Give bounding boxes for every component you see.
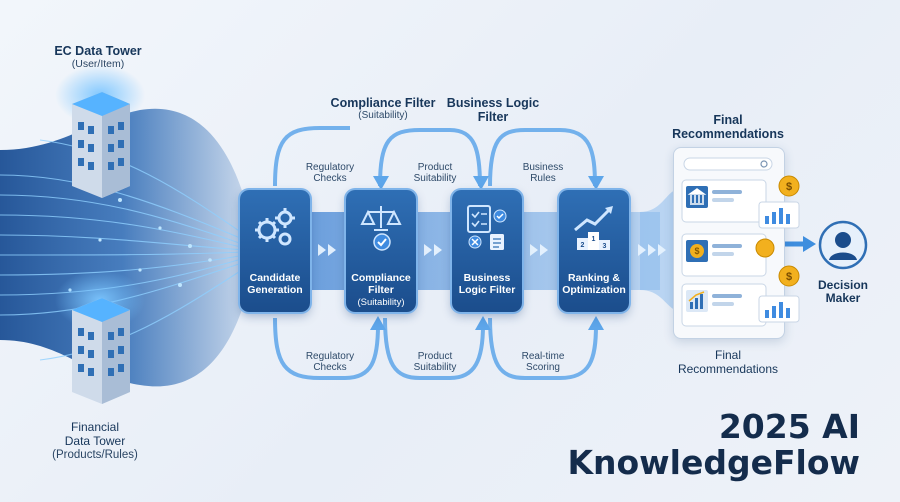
svg-text:$: $ — [786, 271, 792, 283]
decision-maker-avatar — [818, 220, 868, 270]
business-logic-title-2: Filter — [477, 110, 509, 124]
svg-text:$: $ — [786, 181, 792, 193]
checklist-icon — [467, 205, 507, 250]
final-recs-title-top-2: Recommendations — [672, 127, 784, 141]
financial-tower-icon — [72, 298, 130, 404]
to-decision-arrow — [803, 236, 816, 252]
compliance-filter-subtitle: (Suitability) — [358, 110, 408, 121]
final-recs-title-bottom-2: Recommendations — [677, 362, 779, 376]
financial-tower-title-1: Financial — [70, 420, 120, 434]
svg-text:3: 3 — [603, 243, 607, 250]
data-stream — [0, 108, 245, 387]
final-recommendations-panel: $ — [673, 147, 785, 339]
top-loop-arrowheads — [373, 176, 604, 190]
ec-tower-subtitle: (User/Item) — [71, 58, 125, 70]
bottom-loop-arrowheads — [370, 316, 604, 330]
stream-lines — [0, 139, 246, 361]
scales-check-icon — [360, 206, 402, 251]
recommendation-cards: $ — [681, 157, 773, 327]
final-recs-title-bottom-1: Final — [714, 348, 741, 362]
business-logic-title-1: Business Logic — [446, 96, 540, 110]
top-loops — [273, 126, 597, 187]
podium-chart-icon: 2 1 3 — [574, 206, 613, 250]
pipeline-chevrons — [318, 244, 666, 256]
compliance-filter-title: Compliance Filter — [330, 96, 436, 110]
coin-and-chart-badges: $ $ — [755, 175, 800, 323]
svg-text:1: 1 — [592, 236, 596, 243]
bottom-loops — [273, 317, 598, 380]
gears-icon — [255, 208, 295, 246]
financial-tower-subtitle: (Products/Rules) — [52, 449, 138, 461]
stage-ranking-optimization: 2 1 3 Ranking &Optimization — [559, 190, 629, 312]
final-recs-title-top-1: Final — [713, 113, 743, 127]
ec-tower-icon — [72, 92, 130, 198]
svg-text:$: $ — [694, 246, 699, 256]
ec-tower-title: EC Data Tower — [54, 44, 142, 58]
svg-text:2: 2 — [581, 242, 585, 249]
financial-tower-title-2: Data Tower — [64, 434, 126, 448]
